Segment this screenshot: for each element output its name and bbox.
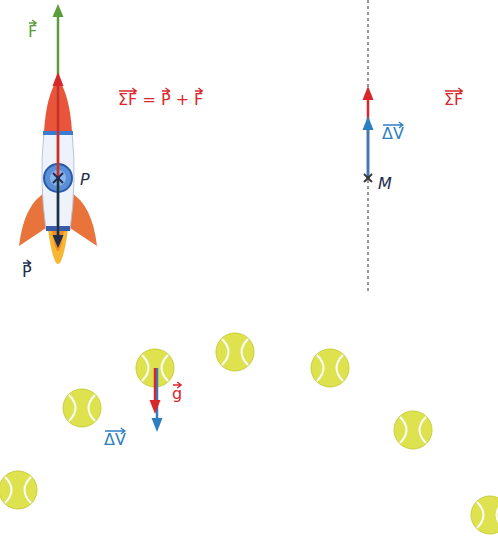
force-label: F [28, 18, 37, 40]
gravity-vectors [150, 368, 163, 432]
force-label: P [22, 258, 32, 280]
rocket-illustration [19, 78, 97, 264]
force-vectors [53, 4, 64, 248]
velocity-label: ΔV [382, 120, 404, 142]
tennis-balls [0, 333, 498, 534]
point-m-vectors [363, 0, 374, 292]
velocity-label: ΔV [104, 426, 126, 448]
point-label: M [378, 170, 392, 192]
point-label: P [80, 166, 90, 188]
equation-label: ΣF = P + F [118, 86, 203, 108]
force-label: ΣF [444, 86, 463, 108]
vector-label: g [172, 380, 182, 402]
